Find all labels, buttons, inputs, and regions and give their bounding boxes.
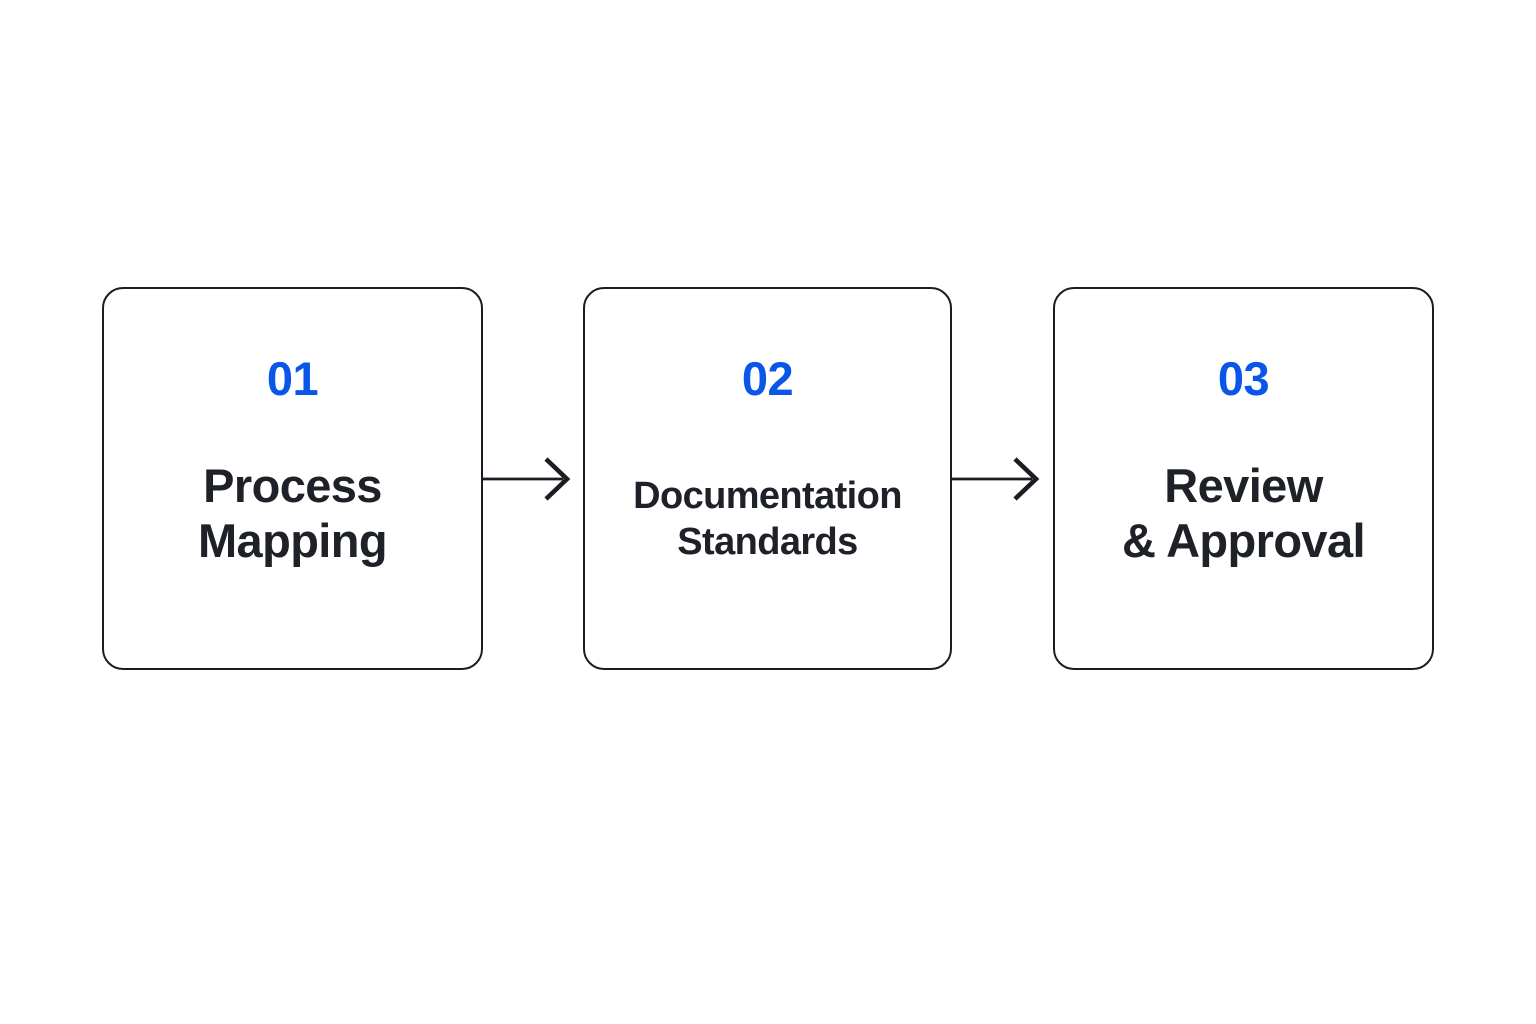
step-label-02-line2: Standards bbox=[677, 520, 858, 563]
step-card-01[interactable]: 01 Process Mapping bbox=[102, 287, 483, 670]
step-label-02: Documentation Standards bbox=[623, 474, 912, 565]
arrow-right-icon bbox=[952, 457, 1040, 501]
step-label-01-line2: Mapping bbox=[198, 514, 388, 568]
connector-01-to-02 bbox=[483, 447, 583, 511]
step-card-03[interactable]: 03 Review & Approval bbox=[1053, 287, 1434, 670]
connector-02-to-03 bbox=[952, 447, 1053, 511]
step-label-03: Review & Approval bbox=[1112, 458, 1375, 569]
step-number-03: 03 bbox=[1217, 352, 1270, 405]
step-label-02-line1: Documentation bbox=[633, 475, 902, 517]
step-label-03-line1: Review bbox=[1164, 459, 1323, 512]
step-label-01-line1: Process bbox=[203, 459, 382, 512]
arrow-right-icon bbox=[483, 457, 571, 501]
step-number-01: 01 bbox=[266, 352, 319, 405]
step-number-02: 02 bbox=[741, 352, 794, 405]
process-flow-row: 01 Process Mapping 02 Documentation Stan… bbox=[0, 287, 1536, 672]
step-label-01: Process Mapping bbox=[188, 458, 397, 569]
step-card-02[interactable]: 02 Documentation Standards bbox=[583, 287, 952, 670]
step-label-03-line2: & Approval bbox=[1122, 514, 1366, 568]
